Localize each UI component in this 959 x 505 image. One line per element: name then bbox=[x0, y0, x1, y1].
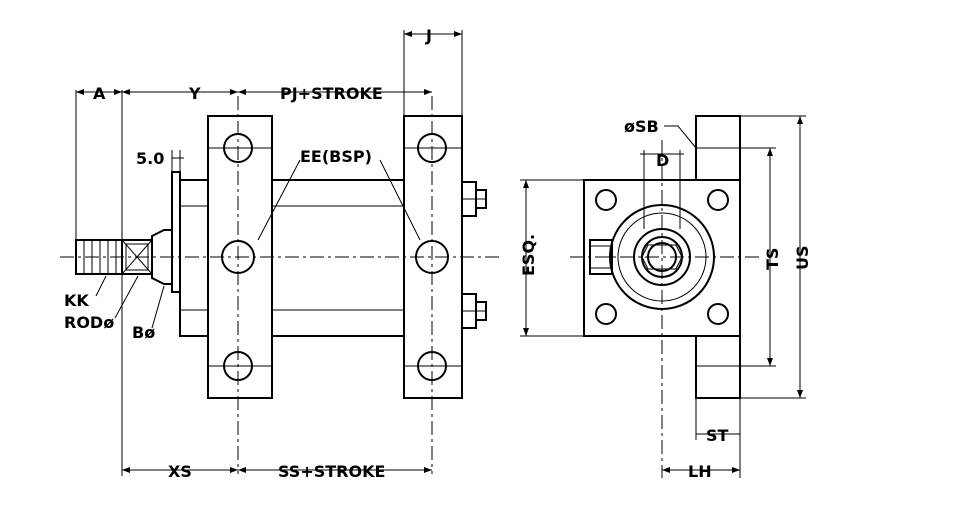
label-st: ST bbox=[706, 426, 729, 445]
five-dimension-line bbox=[172, 150, 184, 172]
label-rod: RODø bbox=[64, 313, 114, 332]
label-ss-stroke: SS+STROKE bbox=[278, 462, 385, 481]
label-pj-stroke: PJ+STROKE bbox=[280, 84, 383, 103]
j-dimension-line bbox=[403, 30, 463, 116]
sb-leader bbox=[664, 125, 697, 149]
bottom-dimension-line bbox=[121, 274, 432, 476]
label-sb: øSB bbox=[624, 117, 659, 136]
label-us: US bbox=[793, 245, 812, 270]
label-ts: TS bbox=[763, 248, 782, 270]
label-y: Y bbox=[188, 84, 201, 103]
top-dimension-line bbox=[75, 89, 432, 240]
st-dimension-line bbox=[695, 398, 741, 478]
label-five: 5.0 bbox=[136, 149, 164, 168]
side-centerlines bbox=[60, 96, 500, 474]
label-a: A bbox=[93, 84, 106, 103]
d-dimension-line bbox=[640, 150, 684, 229]
label-ee-bsp: EE(BSP) bbox=[300, 147, 372, 166]
end-view: øSB D ESQ. TS US ST LH bbox=[519, 115, 812, 481]
front-cap bbox=[179, 179, 209, 337]
barrel bbox=[272, 179, 404, 337]
lh-dimension-line bbox=[662, 467, 740, 473]
ts-dimension-line bbox=[740, 147, 776, 367]
label-lh: LH bbox=[688, 462, 712, 481]
side-view: A Y PJ+STROKE J 5.0 EE(BSP) KK RODø Bø X… bbox=[60, 26, 500, 481]
label-b: Bø bbox=[132, 323, 155, 342]
tie-rod-nuts bbox=[461, 181, 487, 329]
label-d: D bbox=[656, 151, 669, 170]
esq-dimension-line bbox=[520, 179, 584, 337]
us-dimension-line bbox=[740, 115, 806, 399]
label-j: J bbox=[425, 26, 432, 45]
label-xs: XS bbox=[168, 462, 192, 481]
label-esq: ESQ. bbox=[519, 234, 538, 276]
leader-lines bbox=[95, 159, 421, 329]
end-centerlines bbox=[570, 140, 760, 478]
gland bbox=[151, 150, 181, 293]
label-kk: KK bbox=[64, 291, 89, 310]
